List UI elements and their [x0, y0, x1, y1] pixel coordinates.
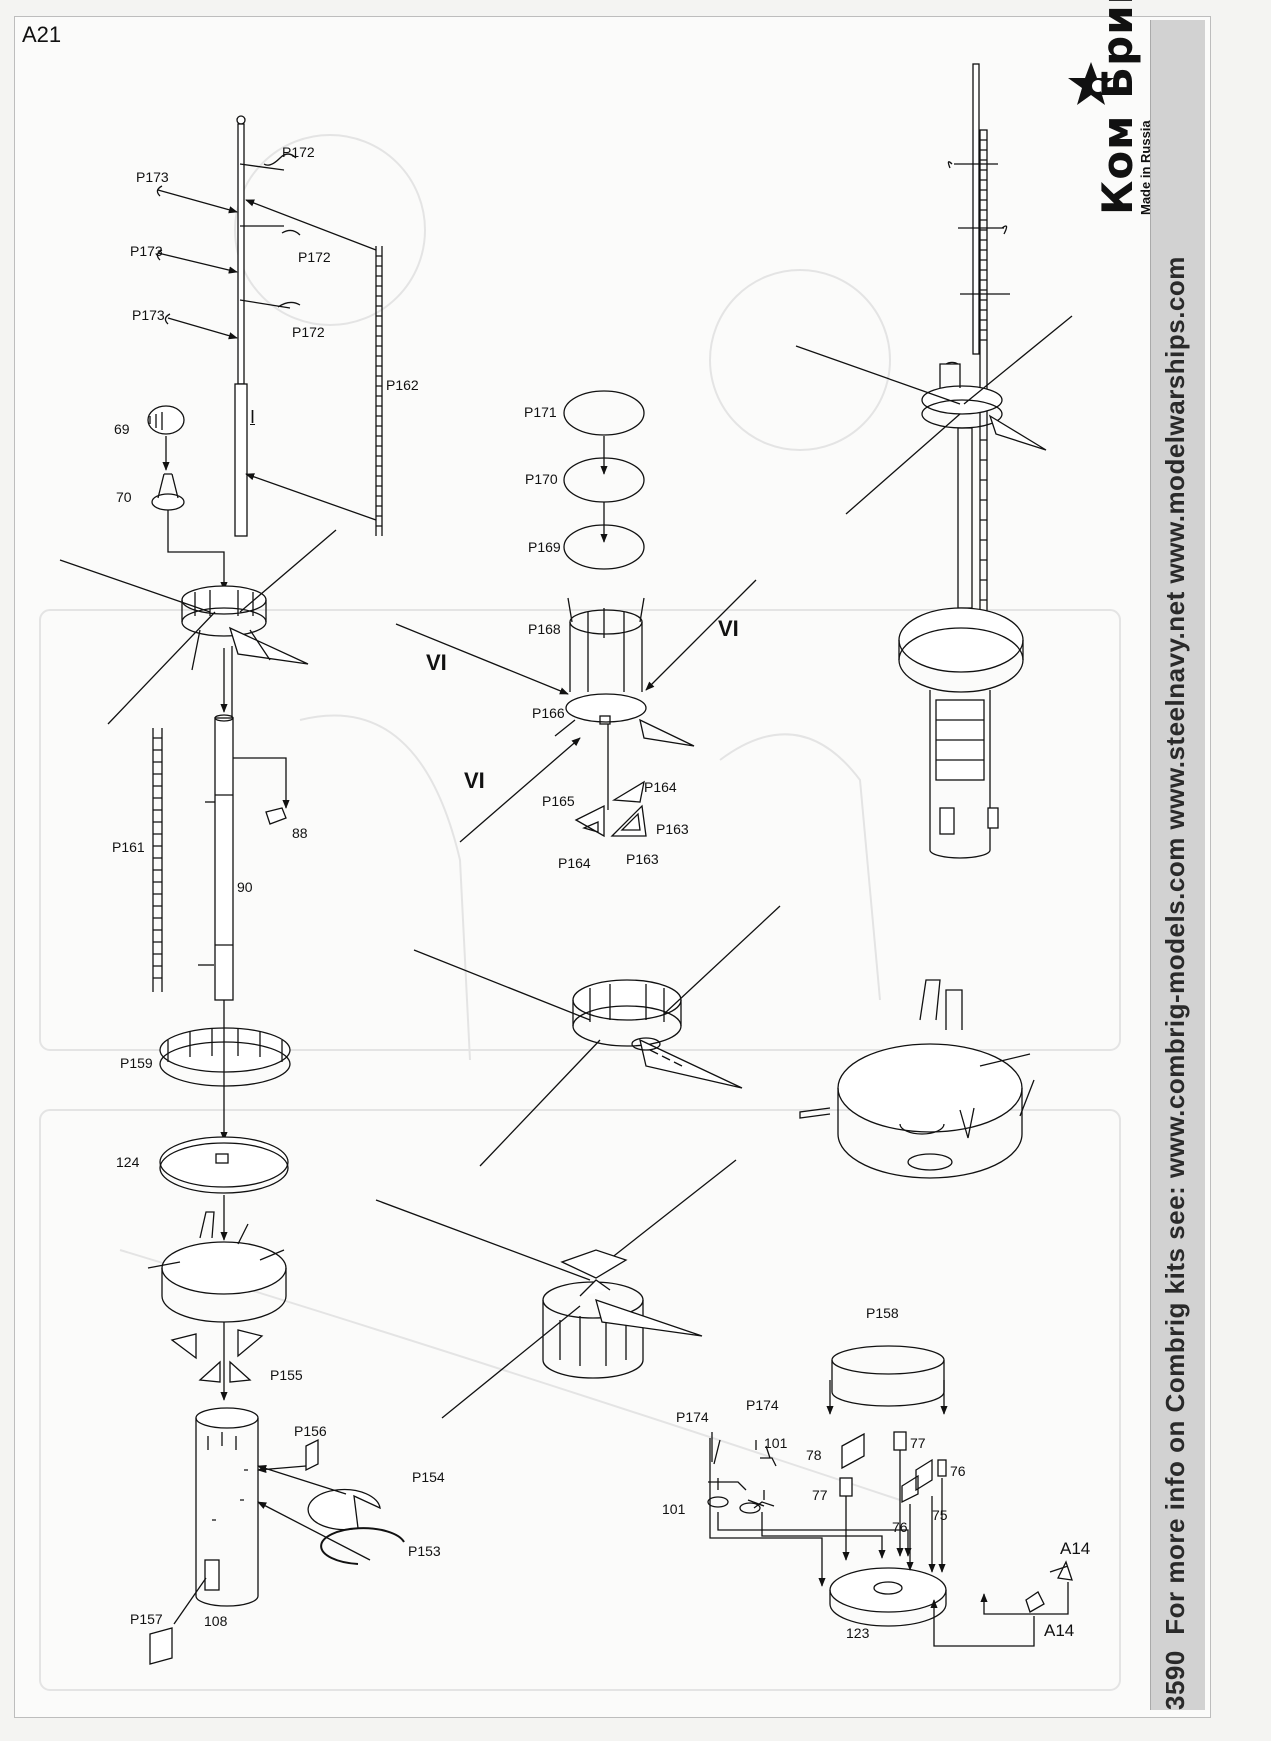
part-label-p155: P155 [270, 1367, 303, 1383]
part-label-p162: P162 [386, 377, 419, 393]
kit-number: 3590 [1160, 1650, 1190, 1710]
part-label-p168: P168 [528, 621, 561, 637]
part-label-p163: P163 [626, 851, 659, 867]
part-label-124: 124 [116, 1154, 140, 1170]
part-label-90: 90 [237, 879, 253, 895]
part-label-p165: P165 [542, 793, 575, 809]
part-label-p164: P164 [644, 779, 677, 795]
part-label-p164: P164 [558, 855, 591, 871]
roman-numeral-label: I [250, 407, 256, 427]
part-label-77: 77 [812, 1487, 828, 1503]
part-label-77: 77 [910, 1435, 926, 1451]
view-label-vi: VI [718, 616, 739, 641]
part-label-p172: P172 [298, 249, 331, 265]
view-label-vi: VI [464, 768, 485, 793]
part-label-p163: P163 [656, 821, 689, 837]
part-label-70: 70 [116, 489, 132, 505]
part-label-p156: P156 [294, 1423, 327, 1439]
part-label-p171: P171 [524, 404, 557, 420]
part-label-p169: P169 [528, 539, 561, 555]
part-label-a14: A14 [1044, 1621, 1075, 1640]
part-label-p174: P174 [746, 1397, 779, 1413]
gun-platform-view [799, 979, 1035, 1179]
star-logo-icon [1068, 62, 1114, 105]
page-id: A21 [22, 22, 62, 47]
brand-logo: Ком Бриг Made in Russia [1093, 0, 1153, 215]
part-label-75: 75 [932, 1507, 948, 1523]
center-top-assembly [395, 390, 757, 843]
part-label-p173: P173 [132, 307, 165, 323]
gun-deck-exploded [707, 1345, 1073, 1647]
part-label-p153: P153 [408, 1543, 441, 1559]
part-label-p173: P173 [130, 243, 163, 259]
sidebar-band [1150, 20, 1205, 1710]
part-label-a14: A14 [1060, 1539, 1091, 1558]
part-label-76: 76 [950, 1463, 966, 1479]
assembled-mast-view [795, 63, 1073, 859]
part-label-76: 76 [892, 1519, 908, 1535]
background-ghost-drawing [39, 134, 1121, 1691]
part-label-p173: P173 [136, 169, 169, 185]
part-label-p158: P158 [866, 1305, 899, 1321]
part-label-101: 101 [764, 1435, 788, 1451]
brand-name: Ком Бриг [1093, 0, 1142, 215]
view-label-vi: VI [426, 650, 447, 675]
part-label-p161: P161 [112, 839, 145, 855]
part-label-p154: P154 [412, 1469, 445, 1485]
part-label-69: 69 [114, 421, 130, 437]
part-label-p166: P166 [532, 705, 565, 721]
footer-info: 3590 For more info on Combrig kits see: … [1160, 256, 1191, 1710]
part-label-p159: P159 [120, 1055, 153, 1071]
left-mast-assembly [59, 115, 405, 1665]
part-label-108: 108 [204, 1613, 228, 1629]
platform-view-upper [413, 905, 781, 1167]
platform-view-lower [375, 1159, 737, 1419]
part-label-123: 123 [846, 1625, 870, 1641]
footer-text: For more info on Combrig kits see: www.c… [1160, 256, 1190, 1635]
instruction-sheet [14, 16, 1211, 1718]
part-label-p172: P172 [282, 144, 315, 160]
part-label-101: 101 [662, 1501, 686, 1517]
part-label-88: 88 [292, 825, 308, 841]
part-label-p170: P170 [525, 471, 558, 487]
part-label-78: 78 [806, 1447, 822, 1463]
part-label-p174: P174 [676, 1409, 709, 1425]
part-label-p172: P172 [292, 324, 325, 340]
part-label-p157: P157 [130, 1611, 163, 1627]
